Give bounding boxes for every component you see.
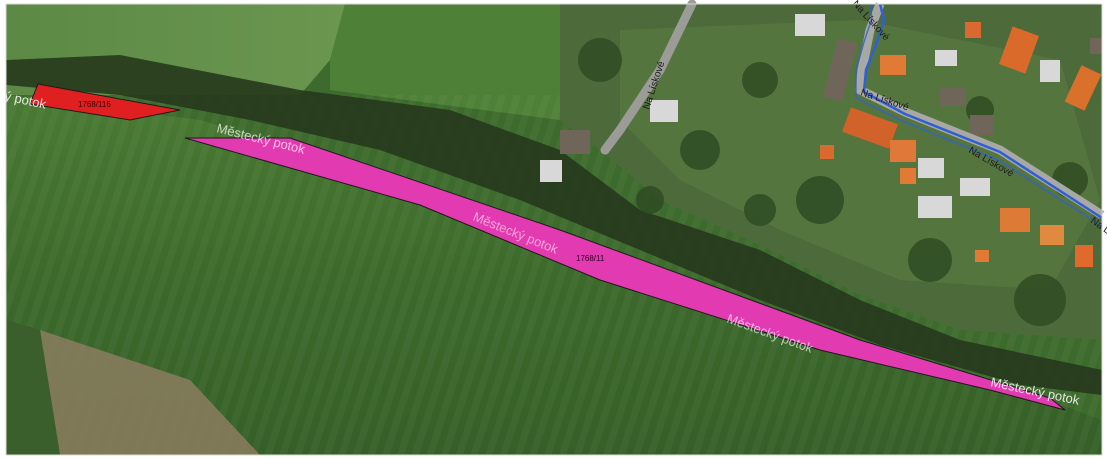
soil-edge [6, 320, 60, 455]
parcel-label-1768-11: 1768/11 [576, 254, 605, 263]
map-frame [5, 3, 1103, 456]
house-roofs [820, 22, 1102, 267]
village-gardens [620, 20, 1100, 290]
house-roofs-light [540, 14, 1060, 218]
parcel-1768-11[interactable] [184, 137, 1066, 411]
village-road [600, 0, 697, 155]
street-outline-na-liskove [862, 3, 1103, 220]
bare-soil-patch [40, 330, 260, 455]
parcel-1768-116[interactable] [29, 83, 181, 121]
street-outline-na-liskove-inner [855, 3, 1103, 227]
village-road-upper [855, 2, 1105, 219]
house-roofs-dark [560, 38, 1102, 154]
parcel-label-1768-116: 1768/116 [78, 100, 111, 109]
tree-belt [6, 55, 1102, 395]
village-trees [578, 38, 1088, 326]
